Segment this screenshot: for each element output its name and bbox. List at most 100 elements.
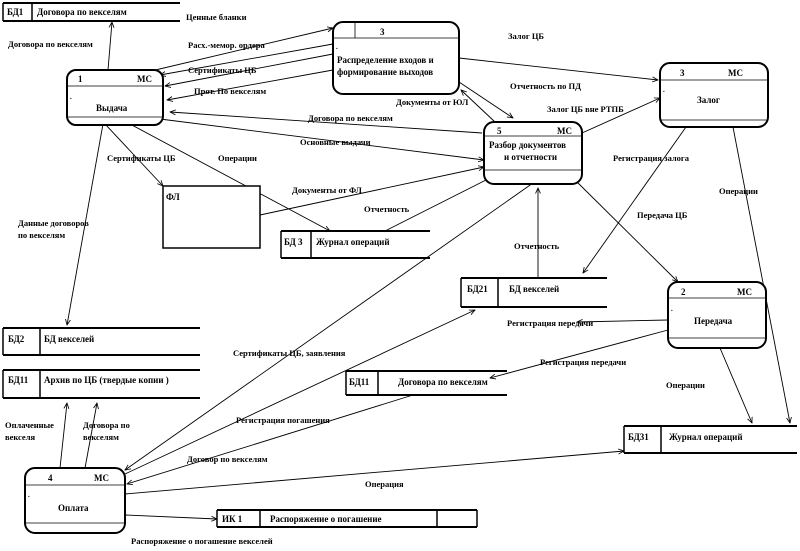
flow-label: Передача ЦБ — [637, 210, 688, 220]
flow-label: Данные договоров — [18, 218, 89, 228]
flow-label: Ценные бланки — [186, 12, 247, 22]
process-tag: МС — [728, 68, 743, 78]
process-2: 2 МС Передача . — [667, 281, 767, 349]
flow-line-operations-3 — [719, 347, 752, 423]
flow-label: Договор по векселям — [187, 454, 268, 464]
flow-line-transfer-reg — [577, 320, 669, 322]
flow-label: Отчетность по ПД — [510, 81, 581, 91]
process-title: Передача — [694, 316, 733, 326]
entity-name: ФЛ — [166, 192, 180, 202]
store-id: БД1 — [7, 7, 24, 17]
flow-line-contract-bd11 — [127, 394, 414, 484]
flow-line-certs-statements — [125, 182, 534, 470]
process-tag: МС — [137, 74, 152, 84]
flow-label: Регистрация залога — [613, 153, 690, 163]
store-name: Договора по векселям — [398, 377, 488, 387]
store-bd21 — [460, 277, 607, 308]
store-bd11-contracts — [345, 370, 507, 396]
flow-label: Регистрация погашения — [236, 415, 330, 425]
flow-line-contract-data — [67, 123, 104, 325]
flow-label: Расх.-мемор. ордера — [188, 40, 265, 50]
svg-text:.: . — [70, 93, 72, 101]
flow-line-operation — [124, 451, 624, 495]
process-title: Оплата — [58, 503, 89, 513]
flow-line-contracts-bd11 — [84, 403, 97, 469]
flow-label: Сертификаты ЦБ, заявления — [233, 348, 346, 358]
store-name: БД векселей — [509, 284, 559, 294]
flow-label: по векселям — [18, 230, 65, 240]
flow-label: Основные выдачи — [300, 137, 371, 147]
flow-label: векселя — [5, 432, 35, 442]
flow-line-operations — [129, 123, 330, 231]
store-name: Распоряжение о погашение — [270, 514, 382, 524]
store-bd3 — [280, 230, 430, 259]
flow-line-redemption-reg — [124, 310, 475, 475]
process-tag: МС — [737, 287, 752, 297]
process-number: 3 — [680, 68, 685, 78]
flow-line-main-issues — [159, 118, 484, 160]
store-id: БД 3 — [284, 237, 303, 247]
flow-line-protests — [167, 69, 334, 100]
store-bd2 — [2, 327, 200, 356]
process-1: 1 МС Выдача . — [66, 69, 164, 126]
flow-label: Договора по векселям — [8, 39, 93, 49]
process-title-line1: Распределение входов и — [337, 55, 434, 65]
process-tag: МС — [557, 126, 572, 136]
flow-line-operations-2 — [732, 126, 790, 423]
process-4: 4 МС Оплата . — [24, 467, 126, 534]
flow-line-contracts — [170, 112, 483, 134]
flow-line-docs-fl — [259, 167, 484, 216]
flow-label: векселям — [83, 432, 119, 442]
flow-line-p1-bd1 — [107, 22, 112, 71]
process-title: Выдача — [96, 103, 128, 113]
store-id: БД2 — [8, 334, 25, 344]
process-tag: МС — [94, 473, 109, 483]
flow-line-pledge-outside — [581, 98, 660, 134]
flow-line-redemption-order — [124, 514, 217, 519]
process-5: 5 МС Разбор документов и отчетности — [483, 121, 583, 185]
store-id: БД11 — [8, 375, 29, 385]
flow-lines — [59, 22, 790, 519]
process-title-line2: формирование выходов — [337, 67, 433, 77]
data-stores — [2, 2, 797, 528]
process-title-line1: Разбор документов — [489, 140, 566, 150]
store-id: ИК 1 — [222, 514, 243, 524]
store-name: Архив по ЦБ (твердые копии ) — [44, 375, 169, 385]
store-bd31 — [623, 425, 797, 454]
flow-line-transfer — [574, 179, 678, 282]
flow-line-reporting — [384, 179, 487, 232]
flow-line-docs-ul — [458, 81, 513, 118]
flow-label: Договора по векселям — [308, 113, 393, 123]
svg-text:.: . — [336, 43, 338, 51]
store-name: Договора по векселям — [37, 7, 127, 17]
flow-label: Операции — [666, 380, 705, 390]
flow-line-orders — [160, 43, 334, 75]
flow-line-pledge — [458, 57, 658, 80]
flow-label: Договора по — [83, 420, 130, 430]
flow-label: Отчетность — [364, 204, 410, 214]
process-number: 2 — [681, 287, 686, 297]
store-name: Журнал операций — [669, 432, 743, 442]
flow-label: Операция — [365, 479, 404, 489]
store-name: БД векселей — [44, 334, 94, 344]
flow-label: Залог ЦБ — [508, 31, 544, 41]
svg-text:.: . — [671, 305, 673, 313]
flow-label: Оплаченные — [5, 420, 54, 430]
process-title-line2: и отчетности — [504, 152, 557, 162]
store-id: БД21 — [467, 284, 488, 294]
flow-label: Отчетность — [514, 241, 560, 251]
flow-label: Регистрация передачи — [540, 357, 626, 367]
store-id: БД31 — [628, 432, 649, 442]
store-ik1 — [216, 509, 478, 528]
flow-label: Документы от ЮЛ — [396, 97, 469, 107]
flow-line-blanks — [129, 28, 333, 77]
flow-label: Прот. По векселям — [194, 86, 266, 96]
flow-label: Операции — [719, 186, 758, 196]
flow-label: Сертификаты ЦБ — [188, 65, 257, 75]
process-3-distribution: 3 Распределение входов и формирование вы… — [332, 21, 460, 95]
store-name: Журнал операций — [316, 237, 390, 247]
entity-fl: ФЛ — [162, 185, 261, 249]
process-3-pledge: 3 МС Залог . — [659, 62, 769, 128]
flow-label: Регистрация передачи — [507, 318, 593, 328]
